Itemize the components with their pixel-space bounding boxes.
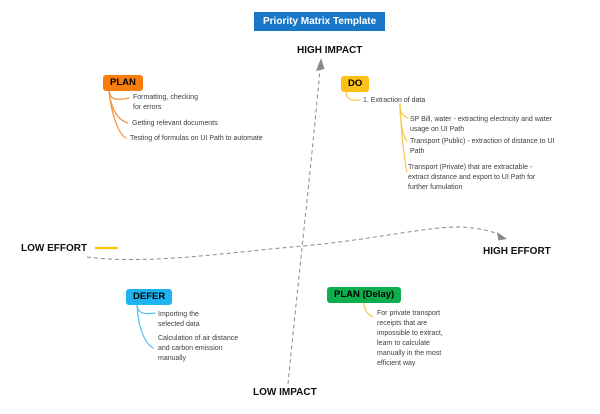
do-branch-item[interactable]: 1. Extraction of data xyxy=(363,97,426,104)
plan-item-1[interactable]: Formatting, checking for errors xyxy=(133,94,198,111)
plan-delay-connector xyxy=(363,302,374,318)
plan-connector-3 xyxy=(108,90,127,139)
defer-connector-2 xyxy=(136,304,154,349)
axis-label-high-effort: HIGH EFFORT xyxy=(483,246,551,257)
effort-axis-arrowhead xyxy=(497,232,507,241)
axis-label-low-effort: LOW EFFORT xyxy=(21,243,88,254)
node-plan[interactable]: PLAN xyxy=(103,75,143,91)
do-connector-3 xyxy=(399,103,408,173)
do-branch-connector xyxy=(345,91,361,101)
impact-axis-arrowhead xyxy=(316,58,325,71)
plan-item-3[interactable]: Testing of formulas on UI Path to automa… xyxy=(130,135,263,142)
effort-axis-line xyxy=(86,226,501,261)
node-plan-delay[interactable]: PLAN (Delay) xyxy=(327,287,402,303)
plan-connector-1 xyxy=(108,90,130,100)
do-item-3[interactable]: Transport (Private) that are extractable… xyxy=(408,164,536,191)
node-defer[interactable]: DEFER xyxy=(126,289,173,305)
axis-label-high-impact: HIGH IMPACT xyxy=(297,45,363,56)
axis-label-low-impact: LOW IMPACT xyxy=(253,387,317,398)
impact-axis-line xyxy=(287,67,321,385)
plan-item-2[interactable]: Getting relevant documents xyxy=(132,120,218,127)
page-title[interactable]: Priority Matrix Template xyxy=(254,12,386,31)
node-do[interactable]: DO xyxy=(341,76,370,92)
do-item-1[interactable]: SP Bill, water - extracting electricity … xyxy=(410,116,552,133)
defer-item-1[interactable]: Importing the selected data xyxy=(158,311,200,328)
plan-delay-item-1[interactable]: For private transport receipts that are … xyxy=(377,310,443,367)
defer-connector-1 xyxy=(136,304,156,315)
defer-item-2[interactable]: Calculation of air distance and carbon e… xyxy=(158,335,239,362)
do-item-2[interactable]: Transport (Public) - extraction of dista… xyxy=(410,138,555,155)
